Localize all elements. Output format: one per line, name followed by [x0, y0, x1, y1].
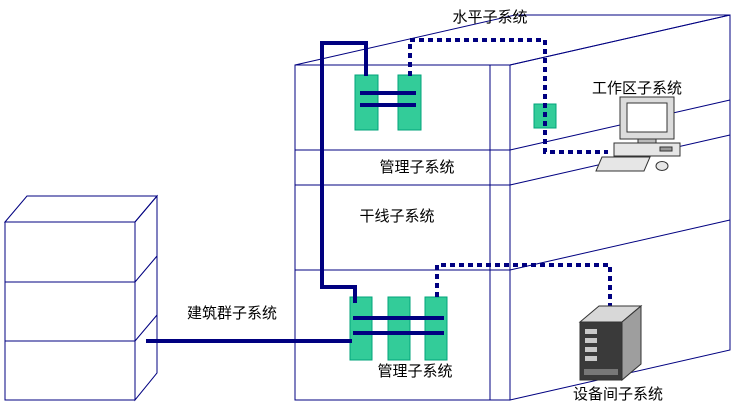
floor-line-lower-side — [509, 219, 731, 271]
drive-slot — [659, 146, 673, 152]
horizontal-subsystem-cable — [408, 38, 608, 154]
keyboard — [595, 156, 651, 172]
patch-panel-top-1 — [354, 74, 379, 131]
computer-icon — [595, 96, 681, 172]
server-bay-4 — [585, 356, 597, 361]
left-building-front-face — [4, 221, 136, 401]
label-riser-subsystem: 干线子系统 — [359, 208, 434, 225]
monitor-stand — [637, 138, 657, 144]
server-bay-1 — [585, 329, 597, 334]
patch-panels — [349, 74, 557, 361]
label-campus-subsystem: 建筑群子系统 — [187, 305, 277, 322]
riser-backbone-cable — [320, 41, 368, 303]
label-horizontal-subsystem: 水平子系统 — [452, 9, 527, 26]
cables — [146, 38, 612, 343]
patch-panel-bottom-2 — [387, 296, 411, 361]
label-management-subsystem-lower: 管理子系统 — [377, 363, 452, 380]
label-work-area-subsystem: 工作区子系统 — [592, 80, 682, 97]
equipment-room-cable — [435, 263, 612, 312]
right-building-side-face — [509, 14, 731, 401]
left-building-side-face — [134, 194, 158, 402]
left-building-floor-line-1-side — [134, 255, 158, 283]
left-building-floor-line-2-side — [134, 314, 158, 342]
label-equipment-room-subsystem: 设备间子系统 — [573, 386, 663, 403]
monitor-screen — [626, 102, 668, 133]
server-bay-3 — [585, 347, 597, 352]
patch-panel-top-2 — [397, 74, 422, 131]
server-bay-2 — [585, 338, 597, 343]
patch-panel-bottom-1 — [349, 296, 373, 361]
left-building-roof — [3, 195, 159, 223]
label-management-subsystem-upper: 管理子系统 — [379, 159, 454, 176]
left-building — [3, 194, 159, 402]
mouse — [655, 161, 669, 171]
server-bottom-panel — [584, 369, 618, 375]
labels: 水平子系统 工作区子系统 管理子系统 干线子系统 建筑群子系统 管理子系统 设备… — [187, 9, 682, 403]
patch-panel-bottom-3 — [424, 296, 448, 361]
system-unit — [613, 142, 681, 157]
server-icon — [578, 304, 643, 382]
